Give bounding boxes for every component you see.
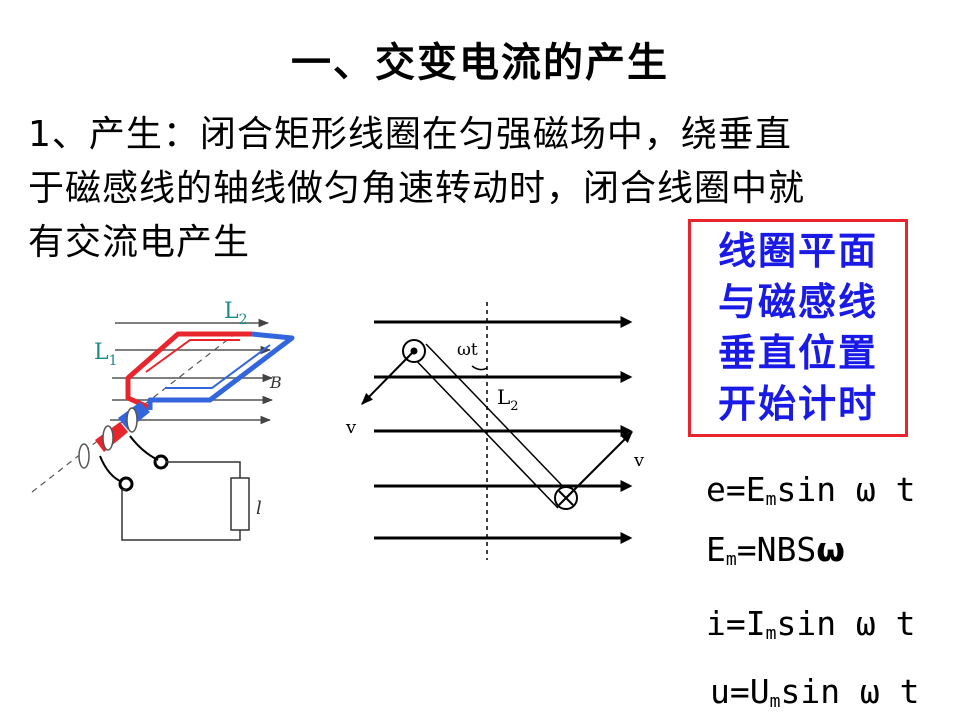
formula-em: Em=NBSω: [706, 530, 845, 570]
coil-red-side: [125, 331, 252, 411]
slip-ring-end: [102, 425, 114, 451]
description-line-2: 于磁感线的轴线做匀角速转动时，闭合线圈中就: [28, 168, 806, 209]
cross-section-diagram: ωt L2 v v: [345, 302, 645, 560]
external-circuit: [121, 489, 241, 541]
formula-i: i=Imsin ω t: [706, 604, 916, 644]
label-L2: L2: [224, 299, 248, 328]
label-L1: L1: [94, 340, 118, 369]
description-line-1: 1、产生：闭合矩形线圈在匀强磁场中，绕垂直: [28, 114, 792, 155]
note-line-2: 与磁感线: [717, 280, 878, 324]
label-omega-t: ωt: [457, 340, 478, 360]
label-v-right: v: [633, 450, 645, 471]
resistor-label: l: [256, 498, 262, 519]
brush-contact: [153, 454, 169, 470]
coil-red-inner: [145, 339, 240, 373]
generation-description: 1、产生：闭合矩形线圈在匀强磁场中，绕垂直 于磁感线的轴线做匀角速转动时，闭合线…: [28, 108, 943, 270]
external-circuit: [166, 461, 241, 478]
brush-contact: [118, 476, 134, 492]
timing-note-box: 线圈平面 与磁感线 垂直位置 开始计时: [688, 219, 908, 437]
note-line-1: 线圈平面: [717, 229, 878, 273]
description-line-3: 有交流电产生: [28, 222, 251, 263]
coil-section: [407, 351, 559, 509]
brush-wire-1: [99, 455, 123, 483]
velocity-vector-right: [565, 431, 633, 499]
velocity-vector-left: [361, 350, 415, 405]
slip-ring-end: [78, 443, 90, 469]
coil-blue-inner: [165, 344, 271, 389]
generator-diagram: l L1 L2 B: [31, 299, 295, 541]
angle-arc: [471, 365, 488, 371]
label-L2-section: L2: [497, 385, 519, 414]
note-line-4: 开始计时: [717, 382, 878, 426]
label-v-left: v: [345, 417, 357, 438]
note-line-3: 垂直位置: [717, 331, 878, 375]
coil-blue-side: [147, 331, 295, 410]
resistor: [230, 477, 250, 531]
slip-ring-end: [126, 407, 138, 433]
brush-wire-2: [129, 435, 159, 461]
label-B: B: [269, 373, 282, 392]
coil-section: [425, 343, 577, 501]
formula-u: u=Umsin ω t: [710, 672, 920, 712]
formula-e: e=Emsin ω t: [706, 470, 916, 510]
slide-title: 一、交变电流的产生: [291, 40, 669, 86]
